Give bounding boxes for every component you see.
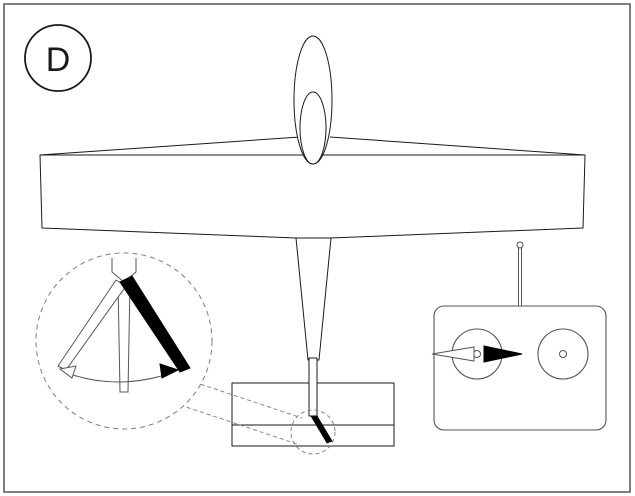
vertical-fin [308, 357, 318, 417]
panel-label-circle [24, 24, 92, 92]
radio-transmitter [431, 241, 607, 431]
airplane-top-view [39, 35, 586, 447]
wing-leading-edge [39, 136, 586, 156]
right-control-stick [537, 328, 589, 380]
canopy [299, 91, 327, 165]
arc-arrow-left [58, 365, 77, 379]
tail-rudder-deflected [310, 415, 333, 444]
stick-arrow-left [431, 346, 475, 362]
detail-leader-lines [179, 381, 303, 446]
antenna-tip [516, 241, 524, 249]
main-wing [39, 154, 586, 239]
rudder-neutral-outline [117, 281, 131, 393]
panel-label: D [24, 24, 92, 92]
stick-arrow-right [483, 345, 523, 363]
panel-label-text: D [46, 41, 71, 79]
rudder-right-filled [119, 275, 191, 373]
rudder-deflection-detail [35, 252, 213, 430]
arc-arrow-right [159, 363, 180, 379]
tail-rudder [290, 409, 336, 455]
left-control-stick [431, 328, 523, 380]
tail-rudder-highlight-circle [290, 409, 336, 455]
